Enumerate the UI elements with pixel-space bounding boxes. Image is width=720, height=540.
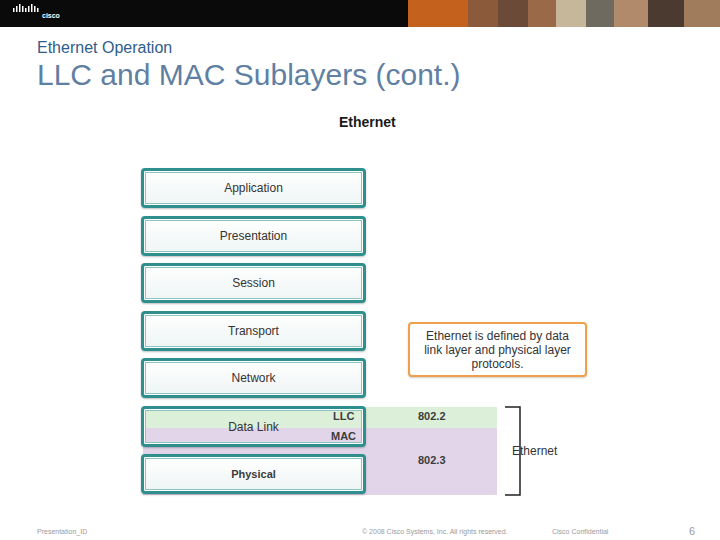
osi-layer-box: Network [141,358,366,398]
standard-number: 802.2 [418,410,446,422]
bracket-label: Ethernet [512,444,557,458]
box-text: Data Link [228,420,279,434]
box-text: Ethernet is defined by data link layer a… [418,329,577,371]
sublayer-band: LLC 802.2 [143,407,497,428]
sublayer-name: MAC [331,430,356,442]
header-band [0,0,720,27]
box-text: Physical [231,468,276,480]
footer-text: Cisco Confidential [552,528,608,535]
box-text: Application [224,181,283,195]
slide-title: LLC and MAC Sublayers (cont.) [37,58,461,92]
box-text: Network [231,371,275,385]
box-text: Presentation [220,229,287,243]
page-number: 6 [689,525,695,537]
callout-box: Ethernet is defined by data link layer a… [408,322,587,377]
sublayer-band: MAC 802.3Physical [143,428,497,495]
osi-layer-box: Data Link [141,406,366,447]
sublayer-name: LLC [333,410,354,422]
standard-number: 802.3 [418,454,446,466]
box-text: Transport [228,324,279,338]
footer-text: © 2008 Cisco Systems, Inc. All rights re… [362,528,508,535]
osi-layer-box: Application [141,168,366,208]
osi-layer-box: Transport [141,311,366,351]
logo-bars [13,4,39,12]
osi-layer-box: Physical [141,454,366,494]
logo-text: cisco [42,12,60,19]
footer-text: Presentation_ID [37,528,87,535]
header-photos [408,0,720,27]
osi-layer-box: Session [141,263,366,303]
section-header: Ethernet Operation [37,39,172,57]
osi-layer-box: Presentation [141,216,366,256]
diagram-heading: Ethernet [339,114,396,130]
box-text: Session [232,276,275,290]
